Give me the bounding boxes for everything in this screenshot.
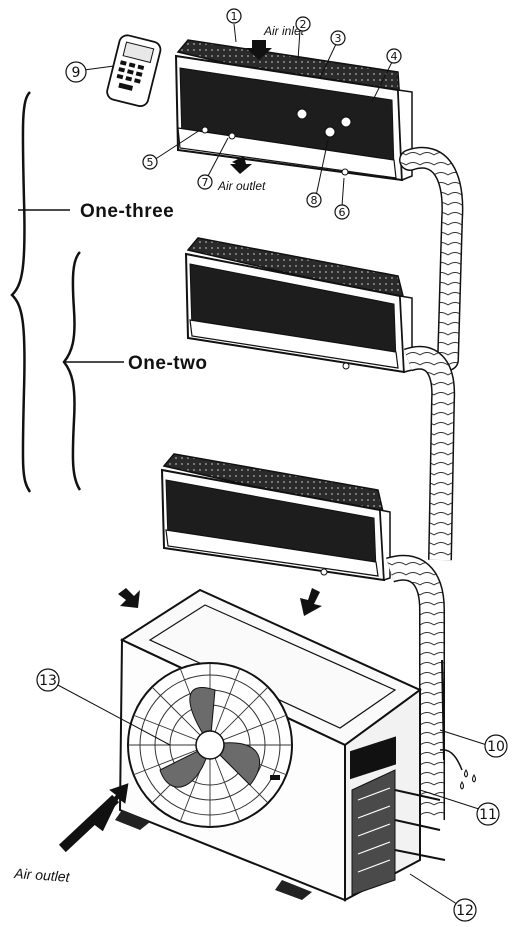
outdoor-inlet-arrow-right bbox=[300, 588, 322, 616]
one-two-brace bbox=[62, 251, 124, 491]
svg-text:11: 11 bbox=[479, 807, 497, 823]
svg-text:4: 4 bbox=[391, 50, 398, 63]
callout-9: 9 bbox=[65, 61, 87, 83]
callout-7: 7 bbox=[197, 174, 213, 190]
air-inlet-arrow bbox=[246, 40, 272, 60]
callout-10: 10 bbox=[484, 734, 508, 758]
air-inlet-label: Air inlet bbox=[263, 24, 305, 38]
remote-control bbox=[106, 34, 162, 108]
svg-text:6: 6 bbox=[339, 206, 346, 219]
callout-6: 6 bbox=[334, 204, 350, 220]
callout-1: 1 bbox=[226, 8, 242, 24]
svg-text:10: 10 bbox=[487, 739, 505, 755]
air-outlet-indoor-arrow bbox=[230, 156, 252, 174]
callout-13: 13 bbox=[36, 668, 60, 692]
indoor-unit-3 bbox=[160, 453, 391, 582]
svg-text:12: 12 bbox=[456, 903, 474, 919]
callout-8: 8 bbox=[306, 192, 322, 208]
svg-text:3: 3 bbox=[335, 32, 342, 45]
svg-text:5: 5 bbox=[147, 156, 154, 169]
svg-text:1: 1 bbox=[231, 10, 238, 23]
one-three-brace bbox=[10, 91, 70, 493]
callout-12: 12 bbox=[453, 898, 477, 922]
callouts: 1 2 3 4 5 6 7 8 bbox=[36, 8, 508, 922]
svg-text:13: 13 bbox=[39, 673, 57, 689]
svg-text:9: 9 bbox=[72, 65, 81, 81]
callout-11: 11 bbox=[476, 802, 500, 826]
svg-text:7: 7 bbox=[202, 176, 209, 189]
air-outlet-indoor-label: Air outlet bbox=[217, 179, 266, 193]
svg-text:2: 2 bbox=[300, 18, 307, 31]
outdoor-inlet-arrow-left bbox=[118, 588, 140, 608]
indoor-unit-2 bbox=[184, 237, 413, 374]
callout-3: 3 bbox=[330, 30, 346, 46]
one-two-label: One-two bbox=[128, 353, 208, 374]
water-drops-icon bbox=[439, 749, 476, 790]
airflow-arrows bbox=[58, 40, 322, 853]
svg-text:8: 8 bbox=[311, 194, 318, 207]
one-three-label: One-three bbox=[80, 201, 174, 222]
callout-2: 2 bbox=[295, 16, 311, 32]
outdoor-unit bbox=[115, 588, 446, 902]
callout-4: 4 bbox=[386, 48, 402, 64]
air-outlet-outdoor-label: Air outlet bbox=[13, 865, 71, 885]
callout-5: 5 bbox=[142, 154, 158, 170]
indoor-unit-1 bbox=[174, 39, 413, 182]
connecting-pipes bbox=[386, 146, 464, 820]
